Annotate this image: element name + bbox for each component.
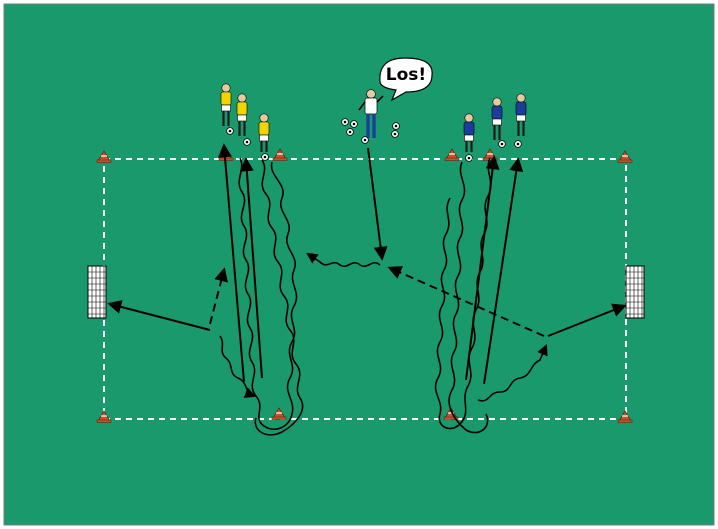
ball-left-2 [244,139,251,146]
goal-right [626,266,644,318]
ball-coach-1 [342,119,349,126]
ball-coach-4 [393,123,400,130]
ball-coach-2 [351,121,358,128]
goal-left [88,266,106,318]
ball-right-3 [515,141,522,148]
ball-coach-5 [392,131,399,138]
ball-left-1 [227,128,234,135]
ball-left-3 [262,154,269,161]
ball-coach-3 [347,129,354,136]
ball-right-2 [499,141,506,148]
ball-right-1 [466,155,473,162]
ball-coach-6 [362,137,369,144]
coach-call-text: Los! [386,65,426,85]
